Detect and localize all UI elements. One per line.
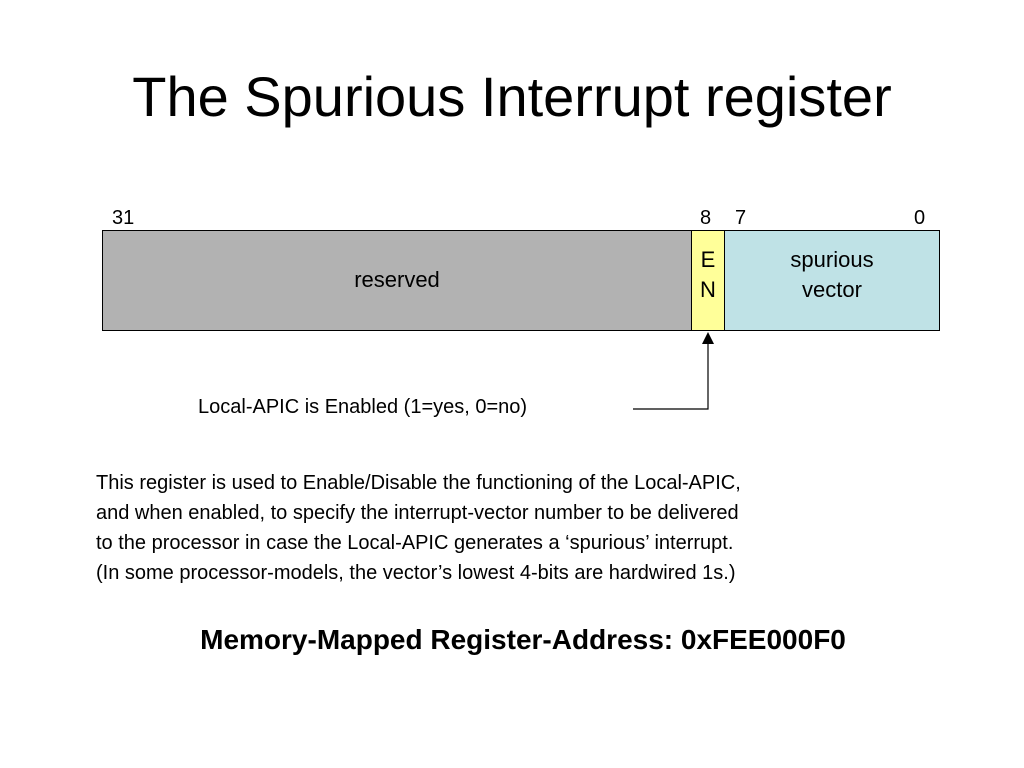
slide-title: The Spurious Interrupt register <box>132 65 892 128</box>
spurious-vector-label: spurious vector <box>790 246 874 302</box>
enable-bit-label: E N <box>700 246 716 302</box>
reserved-field-label: reserved <box>354 266 440 292</box>
bit-label-0: 0 <box>914 207 926 229</box>
description-paragraph: This register is used to Enable/Disable … <box>96 468 936 588</box>
register-address: Memory-Mapped Register-Address: 0xFEE000… <box>200 624 846 655</box>
description-line: and when enabled, to specify the interru… <box>96 502 739 524</box>
reserved-field: reserved <box>102 230 692 331</box>
bit-label-8: 8 <box>700 207 712 229</box>
description-line: This register is used to Enable/Disable … <box>96 472 741 494</box>
bit-label-7: 7 <box>735 207 747 229</box>
description-line: (In some processor-models, the vector’s … <box>96 562 736 584</box>
description-line: to the processor in case the Local-APIC … <box>96 532 734 554</box>
enable-bit-callout-text: Local-APIC is Enabled (1=yes, 0=no) <box>198 396 528 418</box>
callout-connector-line <box>633 332 714 410</box>
spurious-vector-field: spurious vector <box>724 230 940 331</box>
bit-label-31: 31 <box>112 207 135 229</box>
